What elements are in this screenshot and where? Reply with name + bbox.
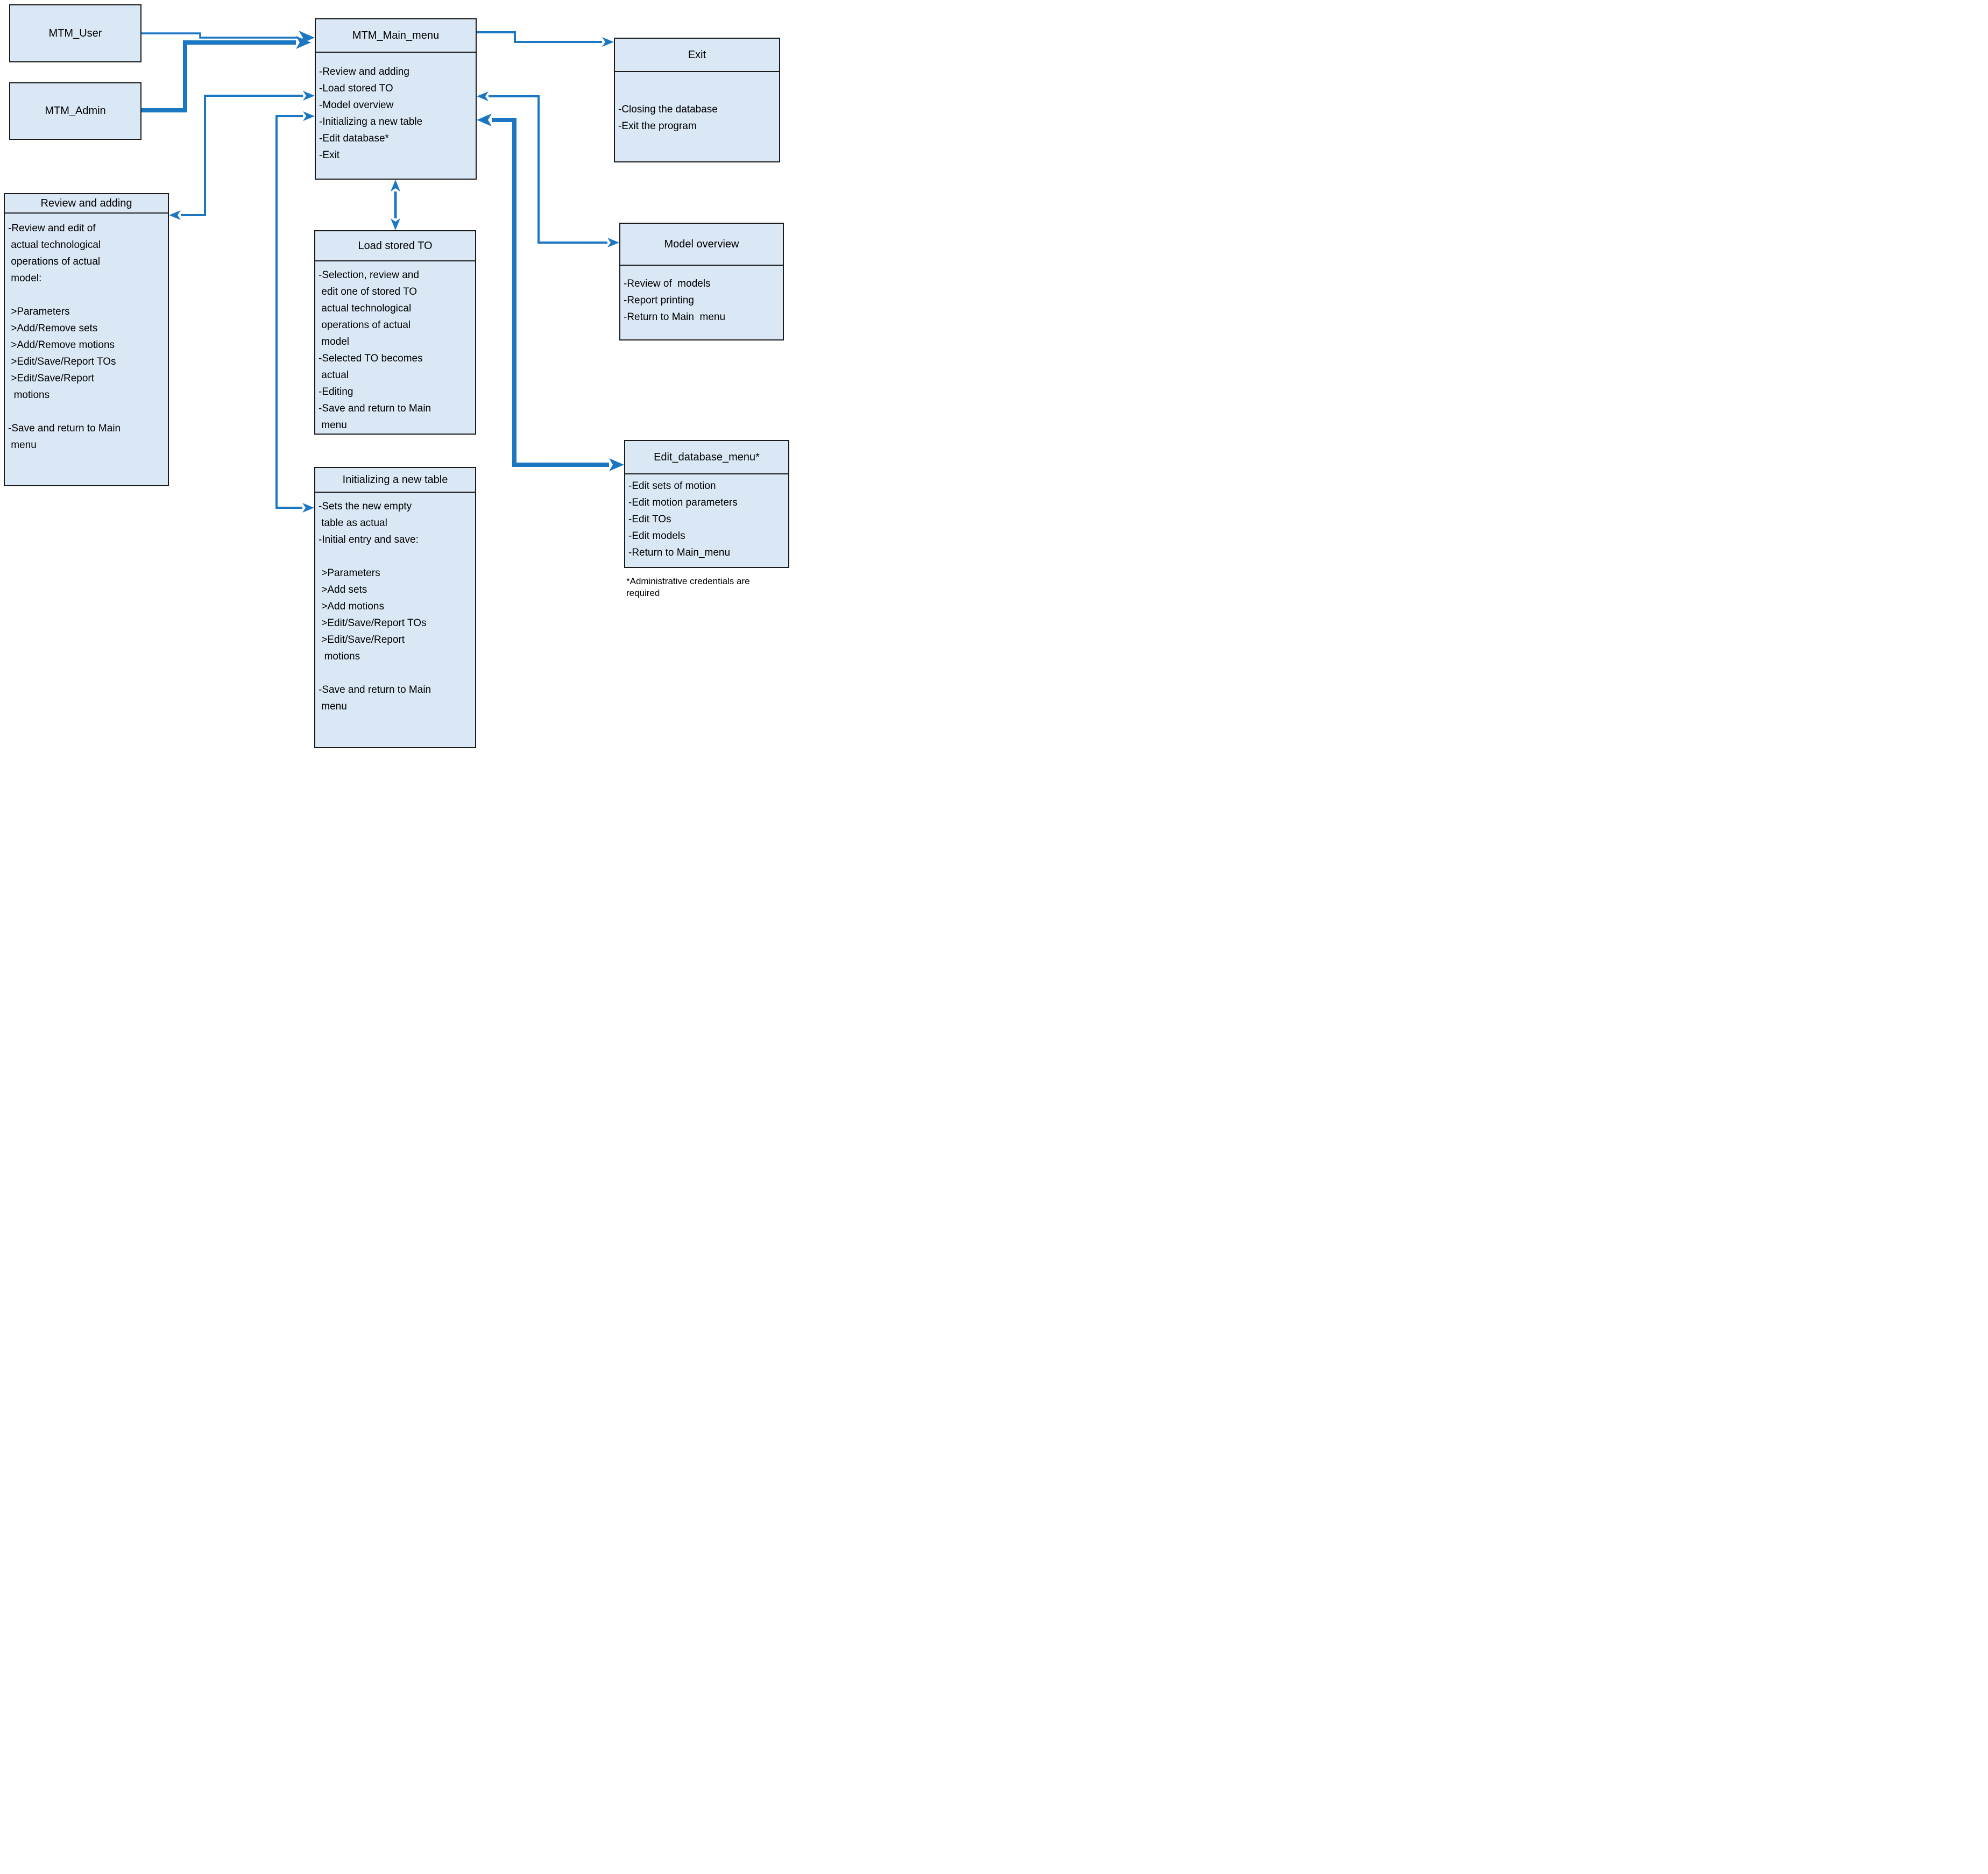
arrow-main-menu-to-review-and-adding <box>169 91 315 220</box>
node-review-and-adding-title: Review and adding <box>5 194 168 214</box>
node-review-and-adding-body: -Review and edit of actual technological… <box>8 223 121 451</box>
node-main-menu-body: -Review and adding -Load stored TO -Mode… <box>319 66 423 161</box>
node-load-stored-to-title: Load stored TO <box>315 231 475 261</box>
node-model-overview: Model overview -Review of models -Report… <box>619 223 784 340</box>
node-mtm-admin: MTM_Admin <box>9 82 142 140</box>
node-exit-title: Exit <box>615 39 779 72</box>
node-edit-database-menu-body: -Edit sets of motion -Edit motion parame… <box>628 480 738 558</box>
node-main-menu-title: MTM_Main_menu <box>316 19 476 53</box>
node-mtm-user: MTM_User <box>9 4 142 62</box>
node-model-overview-title: Model overview <box>620 224 783 266</box>
footnote-admin-credentials: *Administrative credentials are required <box>626 576 750 598</box>
node-mtm-admin-title: MTM_Admin <box>45 105 106 117</box>
node-exit-body: -Closing the database -Exit the program <box>618 104 718 132</box>
node-initializing-new-table-body: -Sets the new empty table as actual -Ini… <box>319 501 431 712</box>
arrow-main-menu-to-model-overview <box>477 91 619 247</box>
node-model-overview-body: -Review of models -Report printing -Retu… <box>624 278 726 323</box>
arrow-main-menu-to-edit-database <box>477 113 624 471</box>
node-review-and-adding: Review and adding -Review and edit of ac… <box>4 193 169 486</box>
arrow-main-menu-to-exit <box>477 31 614 47</box>
node-mtm-user-title: MTM_User <box>48 27 102 39</box>
node-load-stored-to: Load stored TO -Selection, review and ed… <box>314 230 476 435</box>
arrow-mtm-user-to-main-menu <box>142 31 315 45</box>
node-main-menu: MTM_Main_menu -Review and adding -Load s… <box>315 18 477 180</box>
node-edit-database-menu: Edit_database_menu* -Edit sets of motion… <box>624 440 789 568</box>
node-exit: Exit -Closing the database -Exit the pro… <box>614 38 780 162</box>
node-edit-database-menu-title: Edit_database_menu* <box>625 441 788 474</box>
arrow-mtm-admin-to-main-menu <box>142 36 311 112</box>
diagram-page: { "colors": { "box_fill": "#dae8f5", "bo… <box>0 0 795 750</box>
node-initializing-new-table-title: Initializing a new table <box>315 468 475 493</box>
arrow-main-menu-to-initializing <box>275 111 315 513</box>
node-initializing-new-table: Initializing a new table -Sets the new e… <box>314 467 476 748</box>
node-load-stored-to-body: -Selection, review and edit one of store… <box>319 269 431 431</box>
